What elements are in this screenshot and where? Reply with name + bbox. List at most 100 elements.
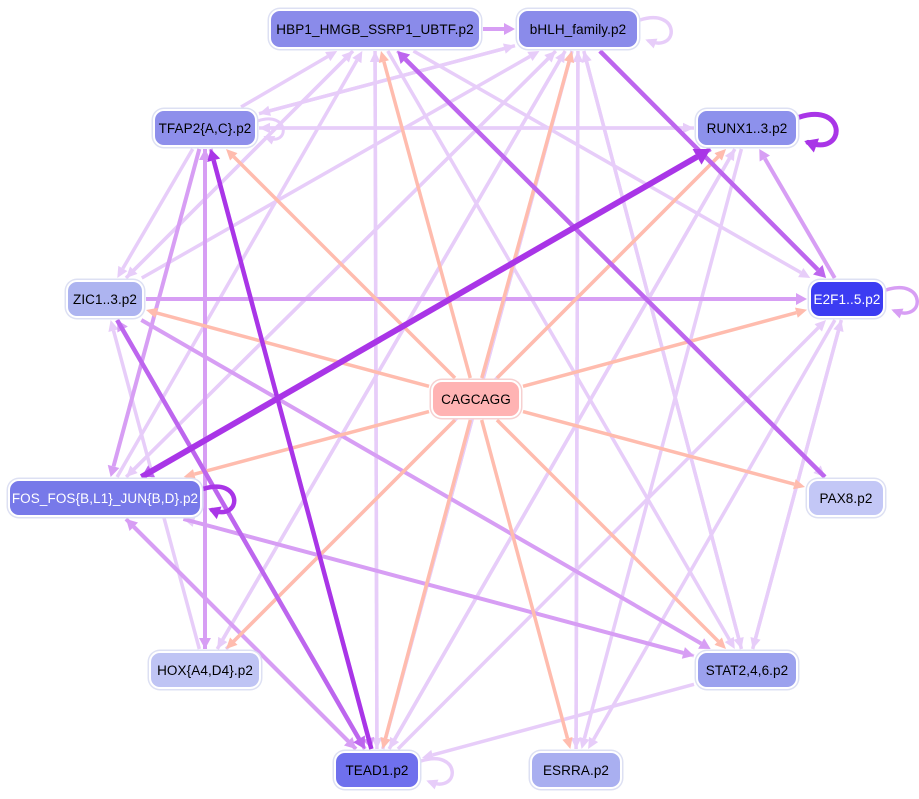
graph-edge-FOS-RUNX1 xyxy=(139,154,699,480)
graph-edge-arrowhead xyxy=(199,638,211,649)
graph-edge-CAGCAGG-TFAP2 xyxy=(232,155,457,380)
graph-edge-arrowhead xyxy=(217,636,228,649)
graph-edge-FOS-HBP1 xyxy=(115,59,359,478)
graph-edge-arrowhead xyxy=(588,736,599,749)
graph-edge-E2F1-STAT xyxy=(753,319,844,639)
node-label: STAT2,4,6.p2 xyxy=(705,662,789,678)
graph-edge-arrowhead xyxy=(804,138,820,153)
graph-edge-arrowhead xyxy=(117,265,128,278)
graph-edge-FOS-STAT xyxy=(182,517,684,655)
graph-edge-arrowhead xyxy=(183,469,196,480)
graph-edge-arrowhead xyxy=(681,647,694,659)
graph-edge-arrowhead xyxy=(108,320,119,332)
graph-edge-CAGCAGG-RUNX1 xyxy=(495,155,720,380)
graph-edge-E2F1-ESRRA xyxy=(592,319,837,741)
graph-edge-arrowhead xyxy=(683,122,694,134)
node-label: ZIC1..3.p2 xyxy=(72,291,138,307)
node-label: TEAD1.p2 xyxy=(345,762,409,778)
graph-edge-PAX8-HBP1 xyxy=(403,57,827,479)
graph-edge-arrowhead xyxy=(146,307,158,318)
graph-node-TEAD1[interactable]: TEAD1.p2 xyxy=(334,751,420,789)
graph-edge-CAGCAGG-ZIC1 xyxy=(156,311,430,389)
self-loop-edge-FOS xyxy=(200,484,237,515)
graph-edge-arrowhead xyxy=(645,38,658,49)
graph-edge-arrowhead xyxy=(504,23,515,35)
graph-edge-arrowhead xyxy=(814,320,827,332)
graph-node-HOX[interactable]: HOX{A4,D4}.p2 xyxy=(149,651,261,689)
graph-edge-CAGCAGG-ESRRA xyxy=(479,419,570,739)
graph-edge-ZIC1-STAT xyxy=(140,318,703,646)
graph-edge-RUNX1-ESRRA xyxy=(582,148,744,739)
graph-edge-arrowhead xyxy=(226,149,238,161)
node-label: E2F1..5.p2 xyxy=(813,291,881,307)
graph-edge-E2F1-RUNX1 xyxy=(763,157,837,280)
graph-edge-arrowhead xyxy=(353,735,365,749)
graph-edge-ZIC1-TEAD1 xyxy=(115,318,361,740)
graph-edge-arrowhead xyxy=(570,737,582,749)
graph-node-PAX8[interactable]: PAX8.p2 xyxy=(807,479,885,517)
graph-edge-arrowhead xyxy=(426,779,439,790)
graph-edge-CAGCAGG-TEAD1 xyxy=(383,419,473,739)
graph-node-TFAP2[interactable]: TFAP2{A,C}.p2 xyxy=(153,109,257,147)
graph-edge-arrowhead xyxy=(714,149,726,161)
graph-edge-TEAD1-TFAP2 xyxy=(211,159,374,750)
self-loop-edge-E2F1 xyxy=(884,286,919,315)
graph-node-STAT[interactable]: STAT2,4,6.p2 xyxy=(696,651,798,689)
graph-edge-arrowhead xyxy=(796,293,807,305)
graph-node-ESRRA[interactable]: ESRRA.p2 xyxy=(530,751,622,789)
graph-edge-arrowhead xyxy=(371,737,383,749)
graph-node-RUNX1[interactable]: RUNX1..3.p2 xyxy=(696,109,798,147)
graph-edge-arrowhead xyxy=(579,737,590,749)
graph-edge-HBP1-STAT xyxy=(386,50,731,641)
graph-edge-arrowhead xyxy=(891,308,904,319)
graph-edge-HBP1-TEAD1 xyxy=(373,50,379,739)
node-label: RUNX1..3.p2 xyxy=(706,120,788,136)
graph-edge-arrowhead xyxy=(378,51,389,63)
graph-edge-TFAP2-HBP1 xyxy=(240,55,329,109)
graph-edge-arrowhead xyxy=(714,637,726,649)
graph-edge-arrowhead xyxy=(795,307,807,318)
graph-edge-arrowhead xyxy=(562,737,573,749)
graph-edge-arrowhead xyxy=(724,636,735,649)
graph-edge-bHLH-HOX xyxy=(221,50,567,641)
graph-node-E2F1[interactable]: E2F1..5.p2 xyxy=(809,280,885,318)
graph-edge-arrowhead xyxy=(698,638,711,649)
graph-edge-arrowhead xyxy=(259,105,271,116)
graph-node-CAGCAGG[interactable]: CAGCAGG xyxy=(431,380,521,418)
graph-edge-arrowhead xyxy=(325,51,338,62)
graph-node-ZIC1[interactable]: ZIC1..3.p2 xyxy=(66,280,144,318)
graph-edge-HBP1-ZIC1 xyxy=(132,49,355,272)
graph-edge-arrowhead xyxy=(126,266,138,278)
node-label: HBP1_HMGB_SSRP1_UBTF.p2 xyxy=(276,21,474,37)
graph-edge-CAGCAGG-HBP1 xyxy=(382,61,472,379)
graph-edge-arrowhead xyxy=(126,465,138,477)
graph-edge-arrowhead xyxy=(343,736,356,749)
graph-edge-RUNX1-TEAD1 xyxy=(393,148,737,741)
graph-edge-arrowhead xyxy=(563,51,575,63)
node-label: bHLH_family.p2 xyxy=(529,21,627,37)
graph-edge-arrowhead xyxy=(793,479,805,490)
node-label: PAX8.p2 xyxy=(819,490,873,506)
node-label: HOX{A4,D4}.p2 xyxy=(157,662,253,678)
graph-edge-CAGCAGG-PAX8 xyxy=(522,409,795,486)
graph-edge-arrowhead xyxy=(107,464,120,477)
graph-edge-CAGCAGG-E2F1 xyxy=(522,310,797,389)
graph-edge-arrowhead xyxy=(527,51,540,62)
self-loop-edge-bHLH xyxy=(638,16,673,45)
graph-edge-arrowhead xyxy=(750,637,761,649)
graph-edge-arrowhead xyxy=(759,149,771,162)
graph-edge-FOS-TEAD1 xyxy=(124,517,350,743)
graph-edge-arrowhead xyxy=(813,264,827,278)
node-label: CAGCAGG xyxy=(441,391,511,407)
graph-node-FOS[interactable]: FOS_FOS{B,L1}_JUN{B,D}.p2 xyxy=(8,479,202,517)
graph-edge-TFAP2-FOS xyxy=(111,148,202,467)
graph-edge-arrowhead xyxy=(208,506,222,520)
graph-node-HBP1[interactable]: HBP1_HMGB_SSRP1_UBTF.p2 xyxy=(269,9,481,49)
graph-edge-arrowhead xyxy=(397,51,411,65)
node-label: ESRRA.p2 xyxy=(542,762,610,778)
graph-edge-arrowhead xyxy=(380,737,391,749)
graph-node-bHLH[interactable]: bHLH_family.p2 xyxy=(517,9,639,49)
